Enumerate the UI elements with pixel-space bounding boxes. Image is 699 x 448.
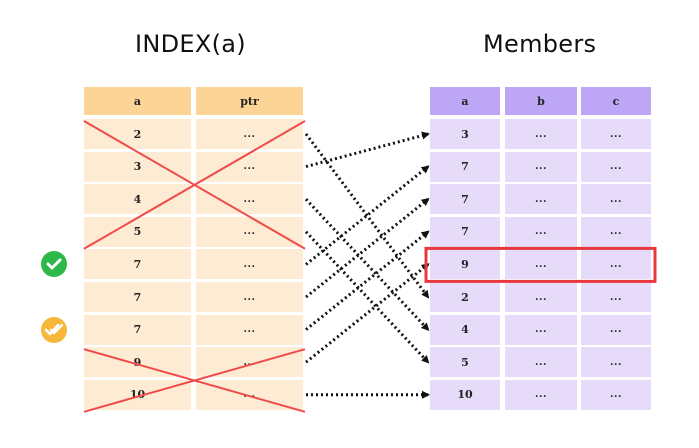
index-header-a: a	[84, 87, 191, 115]
index-cell-a: 10	[84, 379, 191, 410]
index-cell-a: 7	[84, 249, 191, 280]
members-cell-b: ...	[505, 216, 577, 247]
index-header-ptr: ptr	[196, 87, 303, 115]
index-cell-ptr: ...	[196, 184, 303, 215]
members-cell-b: ...	[505, 314, 577, 345]
members-cell-b: ...	[505, 347, 577, 378]
index-cell-a: 3	[84, 151, 191, 182]
index-cell-a: 9	[84, 347, 191, 378]
members-cell-b: ...	[505, 379, 577, 410]
index-cell-a: 2	[84, 119, 191, 149]
members-cell-a: 7	[430, 216, 500, 247]
index-cell-ptr: ...	[196, 379, 303, 410]
members-cell-a: 3	[430, 119, 500, 149]
members-cell-a: 7	[430, 151, 500, 182]
pointer-arrow	[305, 230, 430, 331]
index-cell-ptr: ...	[196, 249, 303, 280]
double-check-circle-icon	[41, 316, 67, 343]
index-cell-a: 5	[84, 216, 191, 247]
index-cell-a: 4	[84, 184, 191, 215]
members-cell-b: ...	[505, 151, 577, 182]
members-cell-b: ...	[505, 184, 577, 215]
members-header-c: c	[581, 87, 651, 115]
members-cell-c: ...	[581, 151, 651, 182]
index-cell-a: 7	[84, 282, 191, 312]
members-cell-c: ...	[581, 119, 651, 149]
index-cell-ptr: ...	[196, 314, 303, 345]
members-cell-b: ...	[505, 282, 577, 312]
check-circle-icon	[41, 251, 67, 278]
index-cell-ptr: ...	[196, 282, 303, 312]
members-cell-c: ...	[581, 249, 651, 280]
members-cell-a: 5	[430, 347, 500, 378]
members-cell-a: 4	[430, 314, 500, 345]
pointer-arrow	[305, 165, 430, 266]
members-title: Members	[483, 30, 597, 58]
index-cell-a: 7	[84, 314, 191, 345]
members-cell-a: 7	[430, 184, 500, 215]
members-cell-a: 9	[430, 249, 500, 280]
index-cell-ptr: ...	[196, 216, 303, 247]
index-cell-ptr: ...	[196, 151, 303, 182]
index-title: INDEX(a)	[135, 30, 246, 58]
members-cell-b: ...	[505, 119, 577, 149]
pointer-arrow	[304, 133, 430, 299]
members-cell-a: 2	[430, 282, 500, 312]
members-header-b: b	[505, 87, 577, 115]
pointer-arrow	[304, 230, 430, 364]
members-cell-c: ...	[581, 347, 651, 378]
pointer-arrow	[305, 263, 430, 364]
members-header-a: a	[430, 87, 500, 115]
pointer-arrow	[304, 198, 430, 332]
index-cell-ptr: ...	[196, 347, 303, 378]
pointer-arrow	[305, 131, 430, 169]
members-cell-a: 10	[430, 379, 500, 410]
members-cell-c: ...	[581, 314, 651, 345]
members-cell-c: ...	[581, 379, 651, 410]
index-cell-ptr: ...	[196, 119, 303, 149]
members-cell-c: ...	[581, 184, 651, 215]
pointer-arrow	[305, 197, 430, 299]
members-cell-c: ...	[581, 282, 651, 312]
members-cell-c: ...	[581, 216, 651, 247]
members-cell-b: ...	[505, 249, 577, 280]
